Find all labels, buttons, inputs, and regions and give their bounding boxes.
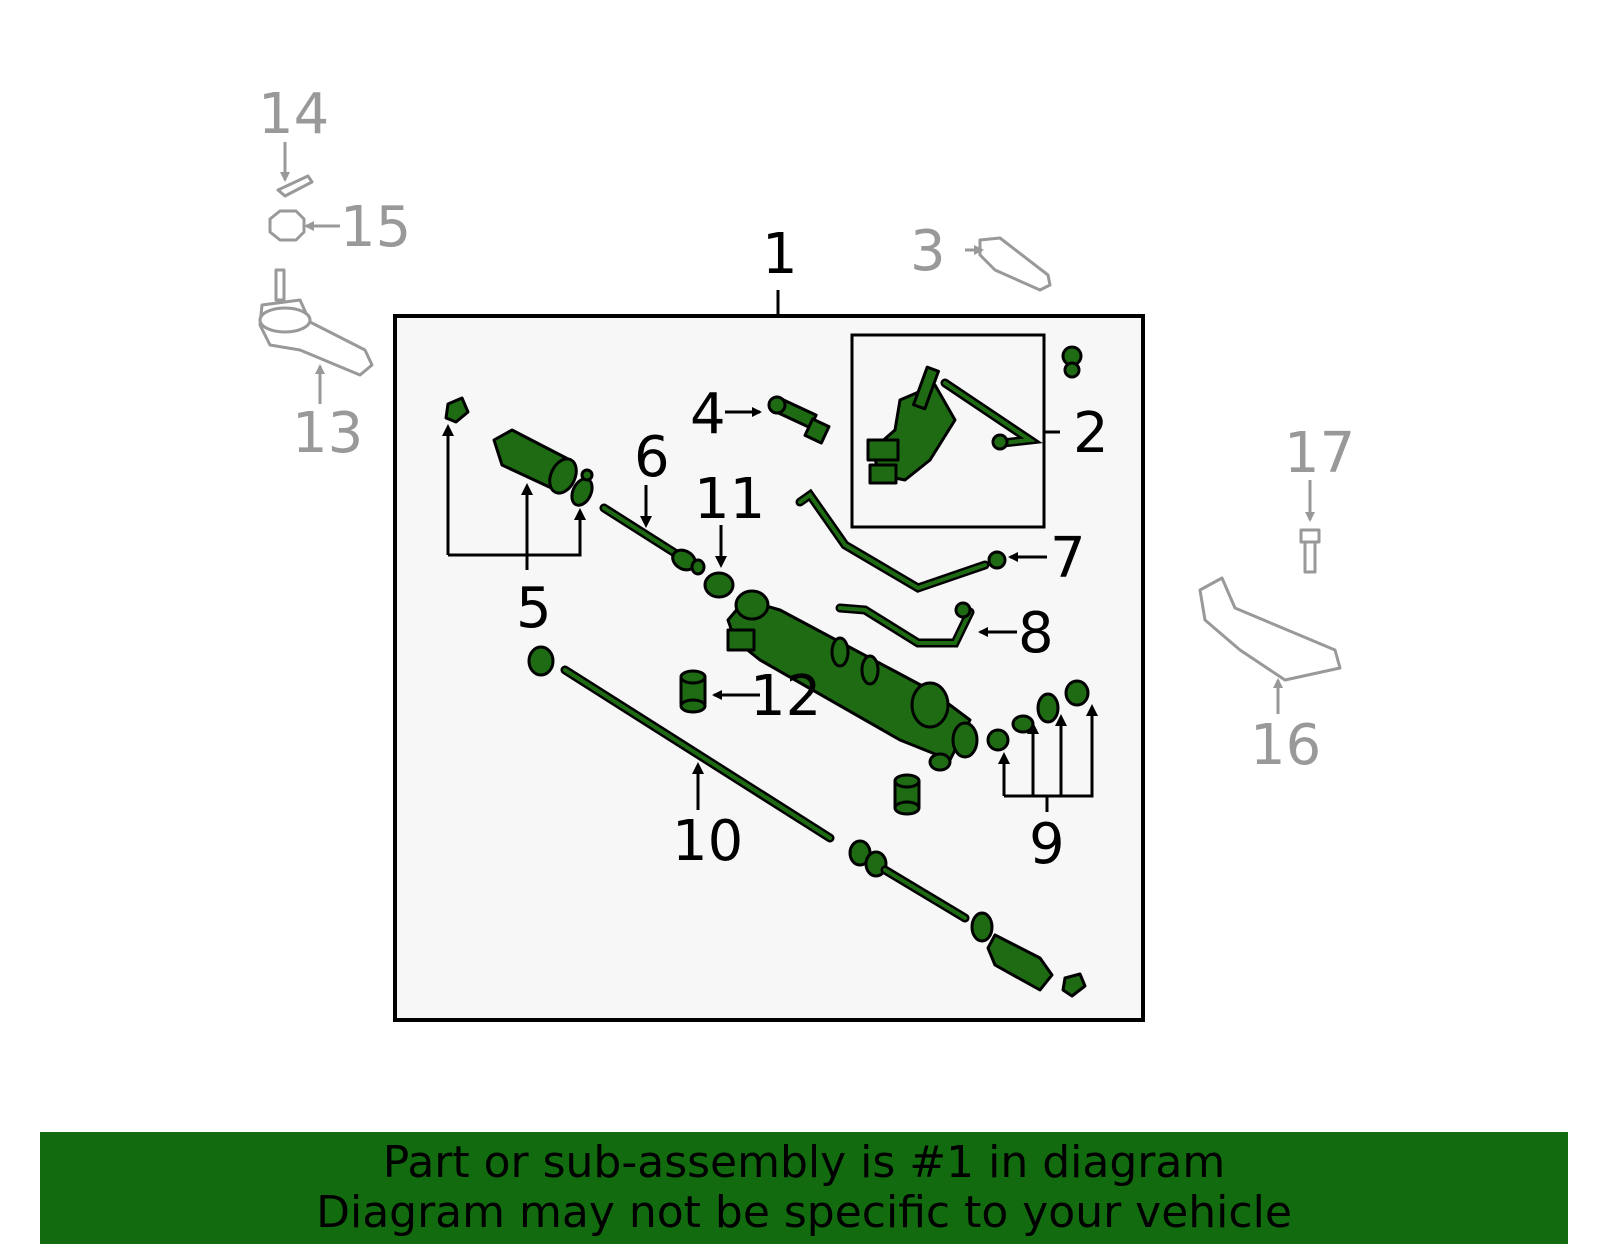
callout-5[interactable]: 5 (516, 576, 552, 641)
callout-13[interactable]: 13 (292, 401, 363, 466)
callout-15[interactable]: 15 (340, 195, 411, 260)
right-tie-rod-part[interactable] (848, 839, 1087, 998)
shield-16-part[interactable] (1198, 576, 1342, 682)
tie-rod-end-13-part[interactable] (258, 268, 374, 377)
footer-line-1: Part or sub-assembly is #1 in diagram (382, 1137, 1226, 1188)
callout-6[interactable]: 6 (634, 425, 670, 490)
nut-15-part[interactable] (268, 209, 306, 242)
mount-bushing-12-part[interactable] (679, 669, 707, 714)
bushing-11-part[interactable] (703, 571, 735, 599)
callout-16[interactable]: 16 (1250, 713, 1321, 778)
pressure-line-7-part[interactable] (795, 488, 1007, 593)
callout-11[interactable]: 11 (694, 467, 765, 532)
callout-14[interactable]: 14 (258, 82, 329, 147)
mounting-bolt-part[interactable] (767, 395, 831, 445)
rack-housing-part[interactable] (726, 589, 979, 772)
callout-9[interactable]: 9 (1029, 812, 1065, 877)
rack-bar-part[interactable] (527, 645, 835, 843)
pressure-line-8-part[interactable] (835, 601, 975, 648)
bracket-3-part[interactable] (978, 236, 1052, 292)
inner-tie-rod-part[interactable] (599, 503, 706, 576)
callout-3[interactable]: 3 (910, 219, 946, 284)
pressure-tube-part[interactable] (940, 378, 1043, 451)
boot-kit-part[interactable] (444, 396, 596, 508)
cotter-pin-14-part[interactable] (276, 174, 314, 198)
callout-7[interactable]: 7 (1050, 526, 1086, 591)
callout-10[interactable]: 10 (672, 809, 743, 874)
seal-kit-part[interactable] (986, 679, 1090, 752)
valve-clip-part[interactable] (1061, 345, 1083, 379)
callout-2[interactable]: 2 (1073, 401, 1109, 466)
bolt-17-part[interactable] (1299, 528, 1321, 574)
callout-1[interactable]: 1 (762, 222, 798, 287)
callout-4[interactable]: 4 (690, 382, 726, 447)
callout-12[interactable]: 12 (750, 664, 821, 729)
callout-8[interactable]: 8 (1018, 601, 1054, 666)
footer-banner: Part or sub-assembly is #1 in diagram Di… (40, 1132, 1568, 1244)
footer-line-2: Diagram may not be specific to your vehi… (316, 1187, 1292, 1238)
lower-mount-part[interactable] (893, 773, 921, 816)
control-valve-part[interactable] (866, 365, 957, 485)
callout-17[interactable]: 17 (1284, 421, 1355, 486)
